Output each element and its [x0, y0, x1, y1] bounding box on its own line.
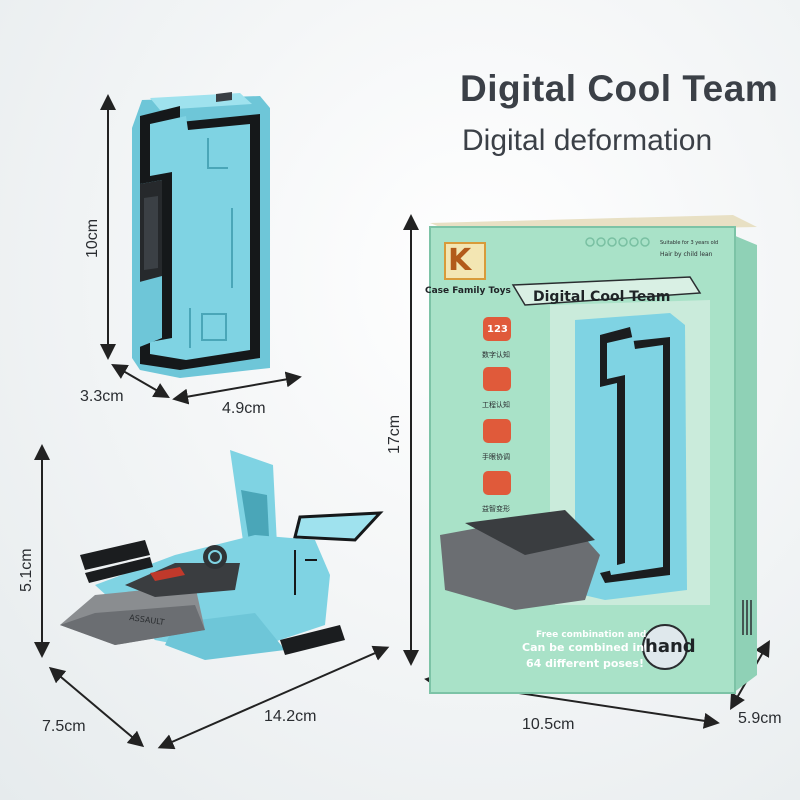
box-feature-4: 益智变形 — [482, 505, 510, 513]
box-feature-3: 手眼协调 — [482, 453, 510, 461]
box-feature-2: 工程认知 — [482, 401, 510, 409]
product-title: Digital Cool Team — [460, 68, 779, 109]
box-logo-letter: K — [448, 243, 472, 278]
box-feature-1: 数字认知 — [482, 351, 510, 359]
figure-depth-arrow — [111, 363, 170, 399]
box-promo-line-2: Can be combined into — [522, 641, 657, 654]
jet-toy: ASSAULT — [60, 450, 384, 660]
box-depth-label: 5.9cm — [738, 710, 782, 727]
figure-height-label: 10cm — [84, 218, 101, 258]
jet-depth-label: 7.5cm — [42, 718, 86, 735]
box-age-note: Suitable for 3 years old — [660, 240, 719, 246]
box-promo-hand: hand — [645, 636, 696, 657]
box-age-note-2: Hair by child lean — [660, 251, 713, 258]
product-subtitle: Digital deformation — [462, 124, 713, 157]
figure-depth-label: 3.3cm — [80, 388, 124, 405]
box-promo-line-3: 64 different poses! — [526, 657, 644, 670]
jet-width-label: 14.2cm — [264, 708, 317, 725]
box-width-label: 10.5cm — [522, 716, 575, 733]
figure-width-arrow — [172, 371, 302, 405]
package-box — [429, 215, 757, 694]
box-brand: Case Family Toys — [425, 286, 511, 296]
box-product-name: Digital Cool Team — [533, 289, 671, 305]
jet-width-arrow — [157, 645, 390, 750]
number-one-figure — [132, 92, 270, 378]
jet-depth-arrow — [48, 666, 145, 748]
box-badge-number: 123 — [487, 324, 508, 335]
feature-icons — [483, 317, 511, 495]
figure-width-label: 4.9cm — [222, 400, 266, 417]
box-promo-line-1: Free combination and — [536, 630, 647, 640]
jet-height-label: 5.1cm — [18, 548, 35, 592]
